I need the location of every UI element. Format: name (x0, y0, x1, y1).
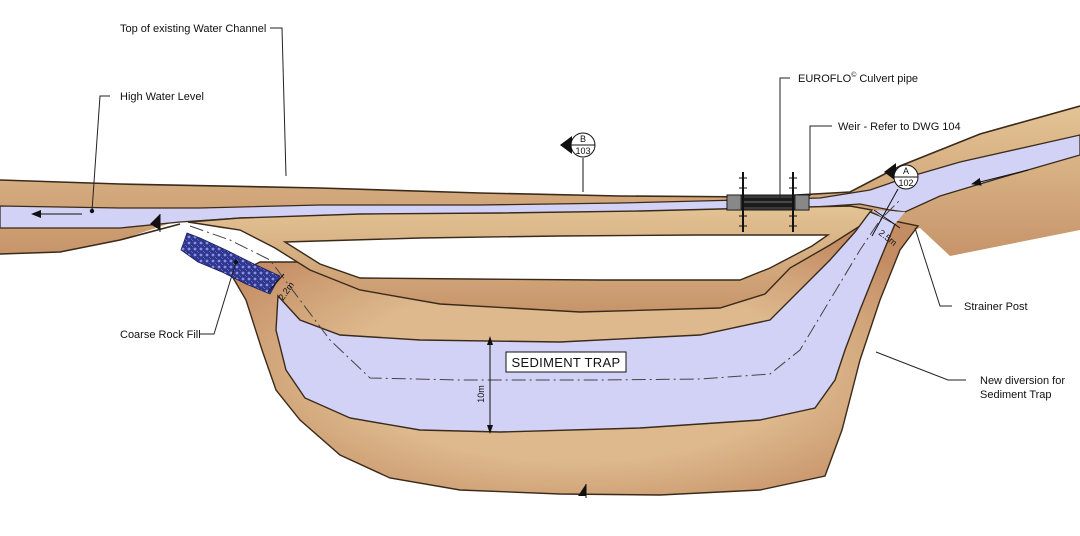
flow-arrow-right (971, 169, 1029, 186)
label-culvert: EUROFLO©Culvert pipe (798, 71, 918, 85)
leader-high-water (91, 95, 110, 212)
culvert-reg-mark: © (851, 71, 857, 79)
label-diversion-line2: Sediment Trap (980, 389, 1052, 401)
outlet-flag-marker (150, 214, 160, 230)
section-b-drawing: 103 (575, 146, 590, 156)
culvert-brand: EUROFLO (798, 73, 852, 85)
label-weir: Weir - Refer to DWG 104 (838, 121, 961, 133)
outlet-width-dimension (267, 273, 285, 293)
section-b-letter: B (580, 134, 586, 144)
label-strainer: Strainer Post (964, 301, 1028, 313)
leader-diversion (875, 351, 966, 381)
trap-water (275, 211, 896, 433)
leader-culvert (779, 77, 790, 198)
culvert-pipe-text: Culvert pipe (859, 73, 918, 85)
coarse-rock-fill (180, 232, 281, 295)
section-a-drawing: 102 (898, 178, 913, 188)
trap-centerline (189, 199, 901, 381)
label-diversion-line1: New diversion for (980, 375, 1065, 387)
leader-strainer (914, 227, 952, 307)
bottom-flag-marker (578, 484, 586, 496)
trap-width-label: 10m (476, 385, 486, 403)
leader-weir (809, 125, 832, 196)
section-marker-a: A 102 (871, 163, 919, 237)
section-marker-b: B 103 (560, 132, 596, 192)
section-a-letter: A (903, 166, 909, 176)
leader-rock-fill (200, 261, 237, 335)
label-rock-fill: Coarse Rock Fill (120, 329, 201, 341)
trap-width-dimension (487, 336, 493, 434)
inlet-width-dimension (873, 209, 901, 229)
label-top-channel: Top of existing Water Channel (120, 23, 266, 35)
island-void (282, 234, 831, 281)
label-sediment-trap: SEDIMENT TRAP (512, 355, 621, 370)
label-high-water: High Water Level (120, 91, 204, 103)
sediment-trap-label-box (505, 351, 627, 373)
leader-top-channel (270, 27, 287, 177)
